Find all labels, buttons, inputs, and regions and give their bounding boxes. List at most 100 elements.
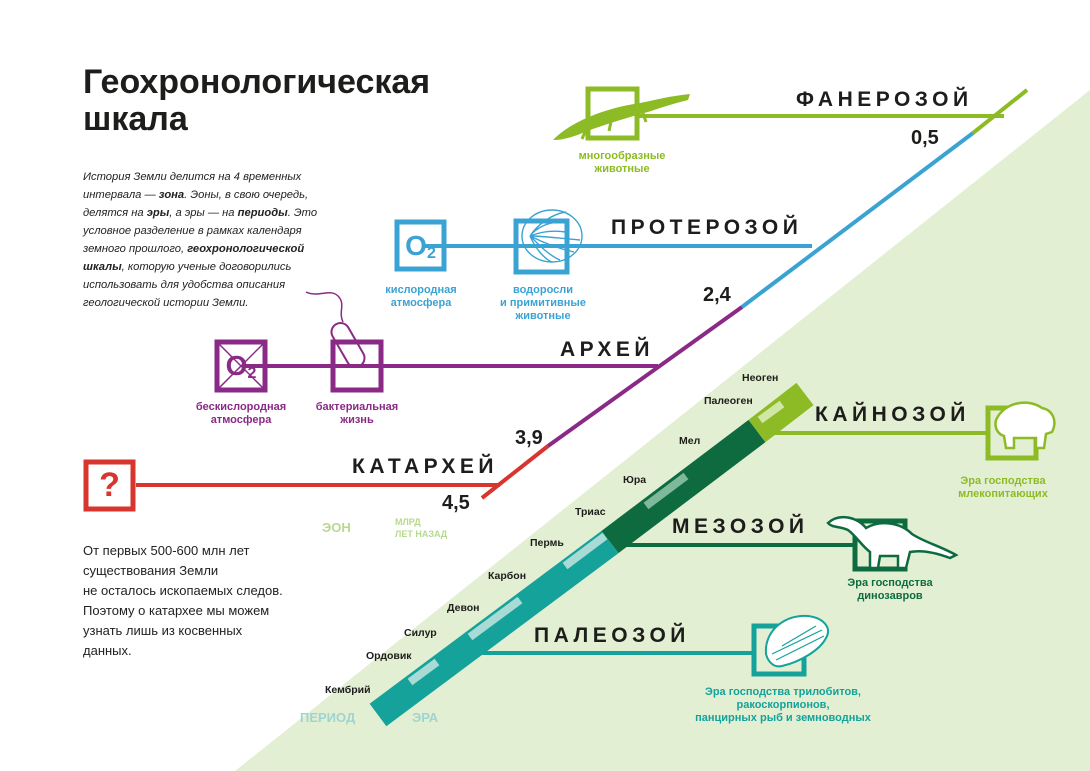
caption-line: панцирных рыб и земноводных — [695, 712, 871, 724]
era-bar-mesozoic — [601, 419, 766, 554]
oxygen-symbol: O — [405, 229, 427, 261]
phanerozoic-diagonal — [971, 88, 1029, 135]
legend-era: ЭРА — [412, 710, 439, 725]
oxygen-box — [394, 219, 447, 272]
period-stripe-permian — [562, 532, 608, 570]
intro-line: интервала — зона. Эоны, в свою очередь, — [83, 186, 333, 204]
bacterium-icon — [305, 291, 366, 368]
period-label-ordovician: Ордовик — [366, 650, 412, 662]
period-label-devonian: Девон — [447, 602, 480, 614]
intro-fragment: земного прошлого, — [83, 243, 188, 255]
caption-line: млекопитающих — [958, 488, 1048, 500]
hippo-icon — [994, 401, 1056, 450]
page-title: Геохронологическая шкала — [83, 64, 543, 138]
period-stripe-jurassic — [643, 472, 689, 510]
legend-mya-line: ЛЕТ НАЗАД — [395, 529, 448, 539]
intro-fragment: , а эры — на — [169, 207, 238, 219]
age-label-4-5: 4,5 — [442, 492, 470, 514]
period-label-cretaceous: Мел — [679, 435, 701, 447]
period-label-silurian: Силур — [404, 627, 437, 639]
caption-anoxic: бескислородная атмосфера — [185, 401, 297, 427]
caption-line: атмосфера — [210, 414, 272, 426]
question-box — [83, 459, 136, 512]
archean-diagonal — [546, 305, 744, 448]
era-bar — [369, 382, 814, 727]
period-label-neogene: Неоген — [742, 372, 779, 384]
paleozoic-icon-group — [751, 614, 829, 677]
note-line: узнать лишь из косвенных — [83, 623, 243, 638]
title-line-2: шкала — [83, 100, 188, 138]
period-stripe-paleogene — [757, 400, 785, 424]
period-stripe-devonian — [467, 596, 523, 641]
dinosaur-icon — [826, 515, 959, 570]
eon-label-archean: АРХЕЙ — [560, 338, 654, 361]
fossil-icon — [521, 209, 583, 263]
intro-term: периоды — [237, 207, 288, 219]
intro-fragment: делятся на — [83, 207, 147, 219]
question-icon: ? — [99, 466, 120, 504]
legend-eon: ЭОН — [322, 520, 351, 535]
era-label-cenozoic: КАЙНОЗОЙ — [815, 403, 970, 426]
legend-period: ПЕРИОД — [300, 710, 356, 725]
caption-oxygen: кислородная атмосфера — [370, 284, 472, 310]
caption-line: кислородная — [385, 284, 457, 296]
age-label-3-9: 3,9 — [515, 427, 543, 449]
intro-term: зона — [158, 189, 185, 201]
caption-mammals: Эра господства млекопитающих — [943, 475, 1063, 501]
intro-term: геохронологической — [187, 243, 305, 255]
caption-line: Эра господства трилобитов, — [705, 686, 861, 698]
trilobite-icon — [764, 614, 829, 668]
caption-animals: многообразные животные — [561, 150, 683, 176]
note-line: Поэтому о катархее мы можем — [83, 603, 270, 618]
legend-mya: МЛРД ЛЕТ НАЗАД — [395, 516, 447, 540]
intro-line: земного прошлого, геохронологической — [83, 240, 333, 258]
period-stripes — [407, 400, 785, 686]
anoxic-cross-line-2 — [216, 341, 266, 391]
intro-line: геологической истории Земли. — [83, 294, 333, 312]
caption-line: животные — [515, 310, 571, 322]
caption-line: динозавров — [857, 590, 923, 602]
background-triangle — [235, 90, 1090, 771]
age-label-0-5: 0,5 — [911, 127, 939, 149]
proterozoic-diagonal — [740, 131, 975, 309]
intro-fragment: . Это — [287, 207, 318, 219]
caption-line: бактериальная — [315, 401, 399, 413]
eon-label-katarchean: КАТАРХЕЙ — [352, 455, 498, 478]
period-label-carboniferous: Карбон — [488, 570, 527, 582]
intro-fragment: История Земли делится на 4 временных — [83, 171, 302, 183]
intro-line: использовать для удобства описания — [83, 276, 333, 294]
caption-line: животные — [594, 163, 650, 175]
caption-line: атмосфера — [390, 297, 452, 309]
era-label-mesozoic: МЕЗОЗОЙ — [672, 515, 809, 538]
anoxic-box — [214, 339, 268, 393]
caption-trilobites: Эра господства трилобитов, ракоскорпионо… — [680, 686, 886, 725]
phanerozoic-icon-group — [553, 86, 690, 141]
intro-fragment: , которую ученые договорились — [121, 261, 292, 273]
caption-line: водоросли — [512, 284, 574, 296]
intro-term: шкалы — [83, 261, 122, 273]
intro-line: условное разделение в рамках календаря — [83, 222, 333, 240]
era-label-paleozoic: ПАЛЕОЗОЙ — [534, 624, 690, 647]
intro-fragment: . Эоны, в свою очередь, — [184, 189, 309, 201]
intro-line: шкалы, которую ученые договорились — [83, 258, 333, 276]
title-line-1: Геохронологическая — [83, 63, 431, 101]
period-label-cambrian: Кембрий — [325, 684, 371, 696]
period-label-permian: Пермь — [530, 537, 564, 549]
caption-algae: водоросли и примитивные животные — [488, 284, 598, 323]
eon-label-proterozoic: ПРОТЕРОЗОЙ — [611, 216, 803, 239]
caption-line: ракоскорпионов, — [736, 699, 830, 711]
mesozoic-icon-group — [826, 515, 959, 572]
note-line: существования Земли — [83, 563, 219, 578]
cenozoic-icon-group — [985, 401, 1056, 461]
caption-bacteria: бактериальная жизнь — [303, 401, 411, 427]
archean-icon-group — [214, 291, 384, 393]
intro-text: История Земли делится на 4 временных инт… — [83, 168, 333, 312]
caption-line: многообразные — [578, 150, 666, 162]
note-line: От первых 500-600 млн лет — [83, 543, 250, 558]
katarchean-note: От первых 500-600 млн лет существования … — [83, 541, 323, 661]
period-label-jurassic: Юра — [623, 474, 647, 486]
intro-fragment: интервала — — [83, 189, 159, 201]
age-label-2-4: 2,4 — [703, 284, 731, 306]
